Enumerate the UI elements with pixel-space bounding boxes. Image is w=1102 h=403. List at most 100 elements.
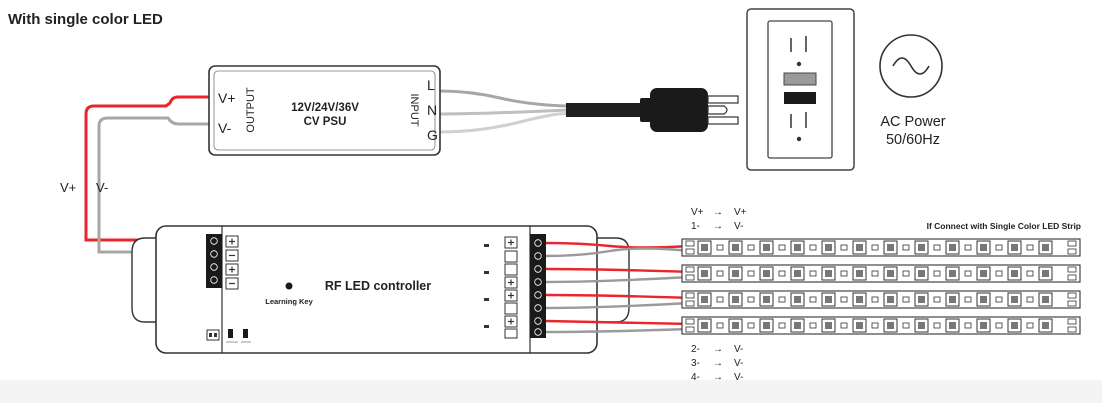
map-bottom-1-right: V- <box>734 358 743 369</box>
led-chip <box>1038 318 1053 333</box>
led-chip <box>945 266 960 281</box>
led-chip <box>1038 240 1053 255</box>
led-chip <box>976 292 991 307</box>
ac-power-label: AC Power <box>880 114 945 130</box>
learning-key-label: Learning Key <box>265 297 313 306</box>
led-chip <box>914 240 929 255</box>
led-chip <box>1038 292 1053 307</box>
led-strip <box>681 316 1081 335</box>
led-chip <box>852 292 867 307</box>
positive-wire <box>84 95 210 242</box>
led-chip <box>1007 318 1022 333</box>
led-chip <box>1007 266 1022 281</box>
map-bottom-2-right: V- <box>734 372 743 383</box>
led-chip <box>914 292 929 307</box>
led-chip <box>852 318 867 333</box>
led-chip <box>728 292 743 307</box>
led-chip <box>790 266 805 281</box>
rf-led-controller <box>131 225 630 354</box>
mapping-top: V+ → V+ 1- → V- <box>691 207 747 232</box>
led-chip <box>976 318 991 333</box>
led-chip <box>728 240 743 255</box>
psu-type: CV PSU <box>304 116 347 128</box>
map-bottom-0-arrow: → <box>713 344 723 355</box>
led-chip <box>1007 292 1022 307</box>
map-top-0-right: V+ <box>734 207 747 218</box>
led-chip <box>759 318 774 333</box>
led-chip <box>790 318 805 333</box>
led-chip <box>790 292 805 307</box>
wire-label-neg: V- <box>96 180 108 195</box>
learning-key-button <box>285 282 293 290</box>
psu-output-label: OUTPUT <box>245 87 257 133</box>
diagram-title: With single color LED <box>8 11 163 28</box>
led-chip <box>945 240 960 255</box>
plug-icon <box>640 88 739 132</box>
psu-neutral: N <box>427 102 437 118</box>
led-chip <box>821 266 836 281</box>
map-top-1-right: V- <box>734 221 743 232</box>
led-chip <box>697 266 712 281</box>
led-strips <box>681 238 1081 335</box>
mapping-bottom: 2- → V- 3- → V- 4- → V- <box>691 344 743 383</box>
psu-ground: G <box>427 127 438 143</box>
psu-to-controller-wires <box>84 95 210 254</box>
psu-out-neg: V- <box>218 120 232 136</box>
psu-input-wires <box>439 89 569 134</box>
negative-wire <box>97 116 210 254</box>
led-chip <box>1038 266 1053 281</box>
led-strip <box>681 290 1081 309</box>
controller-output-wires <box>545 241 691 334</box>
map-top-0-arrow: → <box>713 207 723 218</box>
led-chip <box>821 240 836 255</box>
footer-band <box>0 380 1102 403</box>
map-bottom-2-left: 4- <box>691 372 700 383</box>
led-chip <box>759 266 774 281</box>
led-chip <box>914 266 929 281</box>
led-chip <box>1007 240 1022 255</box>
led-chip <box>728 266 743 281</box>
led-chip <box>883 292 898 307</box>
led-chip <box>821 292 836 307</box>
led-chip <box>790 240 805 255</box>
led-chip <box>821 318 836 333</box>
led-chip <box>945 292 960 307</box>
led-chip <box>914 318 929 333</box>
map-bottom-1-left: 3- <box>691 358 700 369</box>
psu-out-pos: V+ <box>218 90 236 106</box>
led-chip <box>728 318 743 333</box>
wall-outlet-icon <box>746 8 855 171</box>
led-chip <box>945 318 960 333</box>
led-chip <box>883 318 898 333</box>
led-strip <box>681 264 1081 283</box>
led-chip <box>697 318 712 333</box>
map-bottom-1-arrow: → <box>713 358 723 369</box>
map-bottom-0-right: V- <box>734 344 743 355</box>
psu-box <box>208 65 441 156</box>
map-top-1-arrow: → <box>713 221 723 232</box>
led-chip <box>697 292 712 307</box>
led-chip <box>852 266 867 281</box>
psu-voltage: 12V/24V/36V <box>291 102 359 114</box>
led-chip <box>976 266 991 281</box>
map-top-1-left: 1- <box>691 221 700 232</box>
led-chip <box>883 266 898 281</box>
led-chip <box>697 240 712 255</box>
controller-name: RF LED controller <box>325 279 431 293</box>
psu-input-label: INPUT <box>408 94 420 127</box>
led-chip <box>759 240 774 255</box>
led-chip <box>976 240 991 255</box>
strip-title: If Connect with Single Color LED Strip <box>927 221 1081 231</box>
ac-power-freq: 50/60Hz <box>886 132 940 148</box>
wire-label-pos: V+ <box>60 180 76 195</box>
power-cord <box>566 103 652 117</box>
led-chip <box>852 240 867 255</box>
led-chip <box>883 240 898 255</box>
map-bottom-0-left: 2- <box>691 344 700 355</box>
map-top-0-left: V+ <box>691 207 704 218</box>
led-strip <box>681 238 1081 257</box>
map-bottom-2-arrow: → <box>713 372 723 383</box>
psu-line: L <box>427 77 435 93</box>
led-chip <box>759 292 774 307</box>
